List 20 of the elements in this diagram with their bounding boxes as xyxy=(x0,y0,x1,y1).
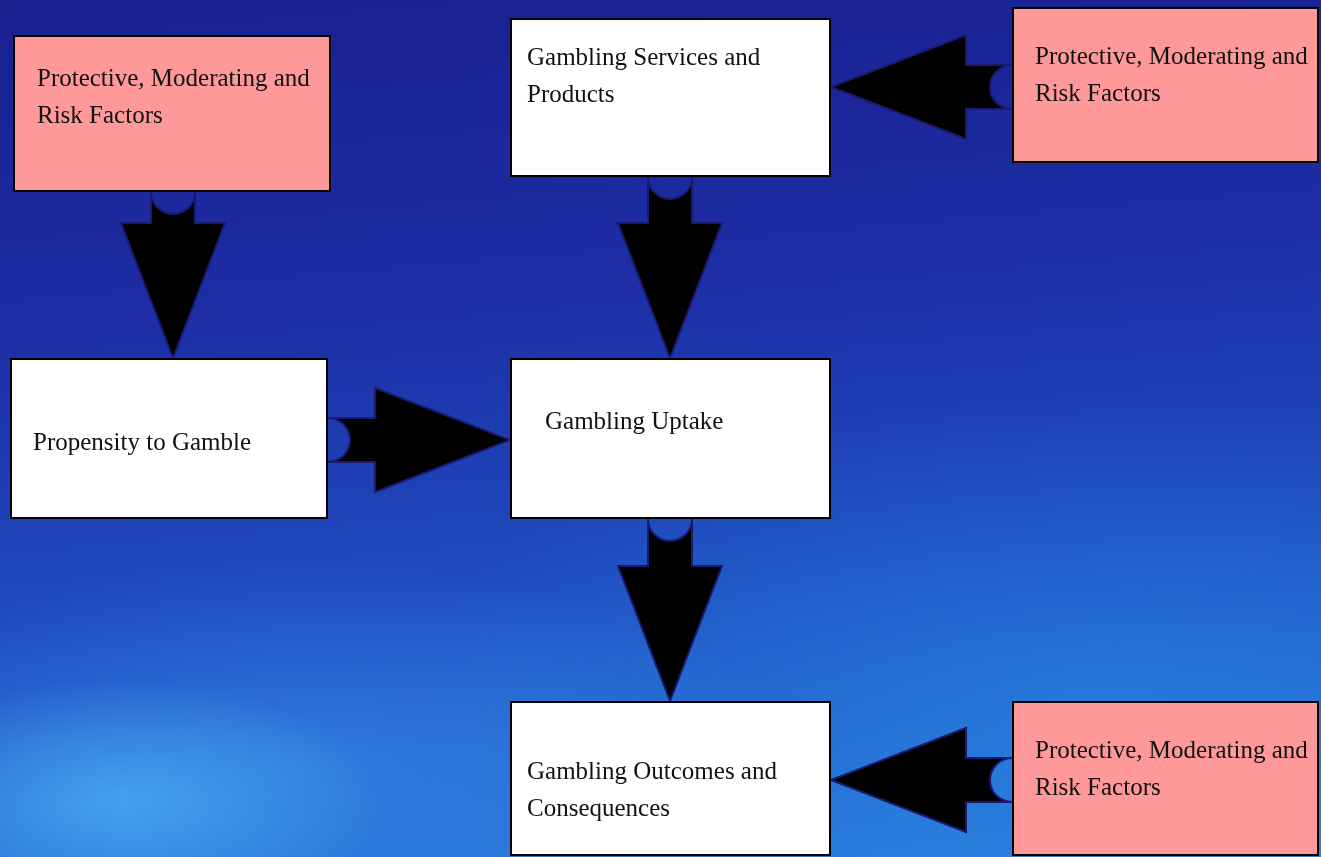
factor-box xyxy=(1012,7,1319,163)
block-arrow xyxy=(327,387,511,493)
process-box xyxy=(510,358,831,519)
box-label: Protective, Moderating and Risk Factors xyxy=(1035,41,1309,108)
block-arrow xyxy=(830,34,1013,140)
block-arrow xyxy=(830,727,1013,833)
factor-box xyxy=(1012,701,1319,856)
block-arrow xyxy=(617,176,723,359)
box-label: Gambling Services and Products xyxy=(527,42,762,109)
process-box xyxy=(510,18,831,177)
box-label: Gambling Uptake xyxy=(545,406,725,436)
factor-box xyxy=(13,35,331,192)
block-arrow xyxy=(120,191,226,359)
box-label: Gambling Outcomes and Consequences xyxy=(527,756,778,823)
box-label: Propensity to Gamble xyxy=(33,427,253,457)
process-box xyxy=(10,358,328,519)
box-label: Protective, Moderating and Risk Factors xyxy=(37,63,311,130)
process-box xyxy=(510,701,831,856)
block-arrow xyxy=(617,518,723,702)
box-label: Protective, Moderating and Risk Factors xyxy=(1035,735,1309,802)
